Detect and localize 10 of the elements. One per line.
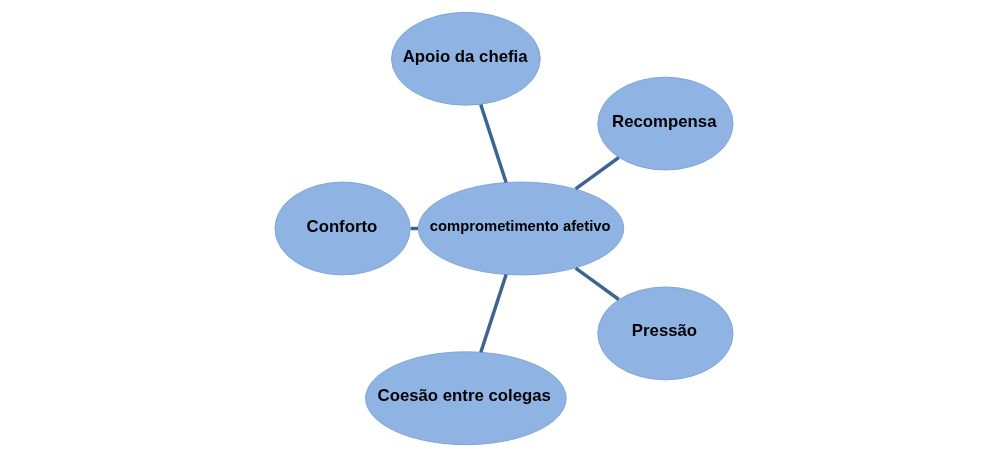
node-ellipse: Apoio da chefia — [391, 11, 541, 106]
node-ellipse: Recompensa — [597, 76, 734, 171]
connector — [574, 156, 620, 191]
connector — [479, 273, 508, 353]
connector — [574, 266, 620, 301]
node-ellipse: Coesão entre colegas — [365, 351, 567, 446]
connector — [479, 103, 508, 184]
node-ellipse: comprometimento afetivo — [417, 181, 625, 276]
node-ellipse: Pressão — [597, 286, 734, 381]
node-ellipse: Conforto — [274, 181, 411, 276]
